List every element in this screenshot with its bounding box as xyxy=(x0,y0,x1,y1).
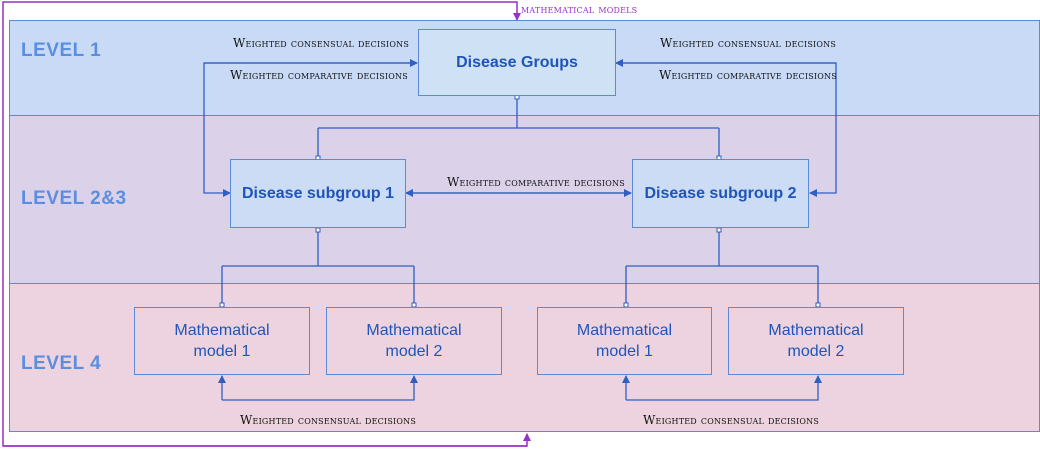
math-model-2-right-node: Mathematical model 2 xyxy=(728,307,904,375)
bottom-left-consensual-label: Weighted consensual decisions xyxy=(240,413,417,427)
math-model-2-left-node: Mathematical model 2 xyxy=(326,307,502,375)
level-2-3-label: LEVEL 2&3 xyxy=(21,188,127,209)
model-number: model 1 xyxy=(193,343,251,360)
nub xyxy=(716,227,722,233)
left-comparative-label: Weighted comparative decisions xyxy=(230,68,408,82)
feedback-loop-entry xyxy=(3,433,531,447)
math-model-1-left-node: Mathematical model 1 xyxy=(134,307,310,375)
model-title: Mathematical xyxy=(768,322,864,339)
model-number: model 1 xyxy=(596,343,653,360)
nub xyxy=(315,227,321,233)
tree-link-subgroup1 xyxy=(221,230,415,306)
model-number: model 2 xyxy=(787,343,845,360)
disease-subgroup-1-node: Disease subgroup 1 xyxy=(230,159,406,228)
tree-link-groups xyxy=(317,97,720,158)
middle-comparative-label: Weighted comparative decisions xyxy=(447,175,625,189)
right-consensual-label: Weighted consensual decisions xyxy=(660,36,837,50)
level-1-label: LEVEL 1 xyxy=(21,40,102,61)
model-number: model 2 xyxy=(385,343,443,360)
bottom-right-consensual-label: Weighted consensual decisions xyxy=(643,413,820,427)
right-comparative-label: Weighted comparative decisions xyxy=(659,68,837,82)
tree-link-subgroup2 xyxy=(625,230,819,306)
bottom-right-loop-base xyxy=(626,375,822,401)
bottom-left-loop-base xyxy=(222,375,418,401)
left-consensual-label: Weighted consensual decisions xyxy=(233,36,410,50)
level-4-label: LEVEL 4 xyxy=(21,353,102,374)
disease-groups-node: Disease Groups xyxy=(418,29,616,96)
mathematical-models-label: mathematical models xyxy=(521,2,638,16)
disease-subgroup-2-node: Disease subgroup 2 xyxy=(632,159,809,228)
model-title: Mathematical xyxy=(576,322,673,339)
model-title: Mathematical xyxy=(366,322,462,339)
math-model-1-right-node: Mathematical model 1 xyxy=(537,307,712,375)
model-title: Mathematical xyxy=(174,322,270,339)
level-2-3-band xyxy=(9,115,1040,284)
